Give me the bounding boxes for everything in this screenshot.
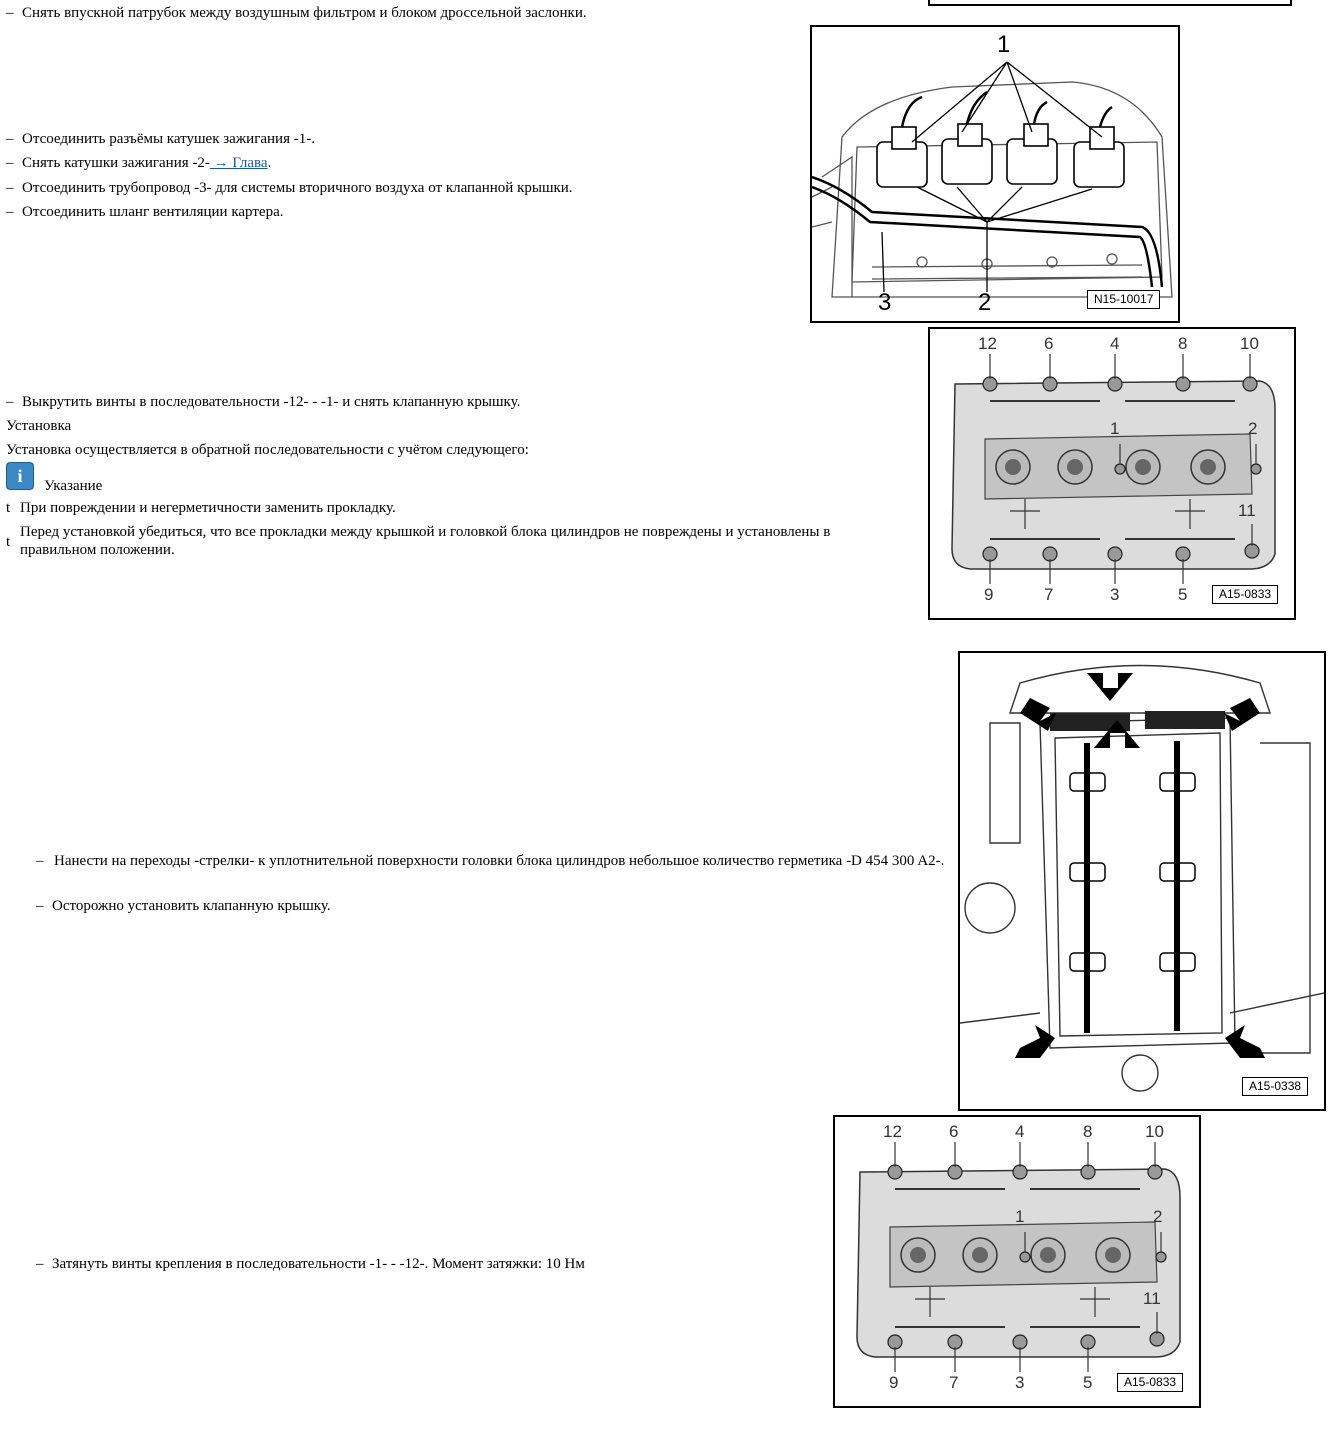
bolt-12: 12 xyxy=(883,1122,902,1141)
step-remove-intake: –Снять впускной патрубок между воздушным… xyxy=(6,5,587,21)
bolt-4: 4 xyxy=(1015,1122,1025,1141)
note-item-2: Перед установкой убедиться, что все прок… xyxy=(20,524,831,558)
bolt-4: 4 xyxy=(1110,334,1120,353)
bolt-11: 11 xyxy=(1143,1289,1161,1308)
install-intro: Установка осуществляется в обратной посл… xyxy=(6,442,529,458)
bolt-5: 5 xyxy=(1178,585,1188,604)
valve-cover-drawing xyxy=(856,1142,1181,1372)
step-apply-sealant: Нанести на переходы -стрелки- к уплотнит… xyxy=(54,853,945,869)
bolt-12: 12 xyxy=(978,334,997,353)
callout-1: 1 xyxy=(997,31,1011,58)
figure-sealant-points: A15-0338 xyxy=(958,651,1326,1111)
step-remove-coils: –Снять катушки зажигания -2- → Глава. xyxy=(6,155,272,171)
figure-label: A15-0338 xyxy=(1242,1077,1309,1096)
chapter-link[interactable]: → Глава xyxy=(209,155,268,171)
bolt-6: 6 xyxy=(949,1122,959,1141)
previous-figure-edge xyxy=(928,0,1292,6)
bolt-5: 5 xyxy=(1083,1373,1093,1392)
figure-label: A15-0833 xyxy=(1212,585,1279,604)
bolt-9: 9 xyxy=(984,585,994,604)
valve-cover-drawing xyxy=(951,354,1276,584)
callout-2: 2 xyxy=(978,289,992,316)
step-disconnect-coil-plugs: –Отсоединить разъёмы катушек зажигания -… xyxy=(6,131,315,147)
step-apply-sealant-dash: – xyxy=(36,853,44,869)
figure-label: A15-0833 xyxy=(1117,1373,1184,1392)
step-remove-bolts: –Выкрутить винты в последовательности -1… xyxy=(6,394,521,410)
bolt-1: 1 xyxy=(1015,1207,1025,1226)
note-item-1: При повреждении и негерметичности замени… xyxy=(20,500,396,516)
step-tighten-bolts: –Затянуть винты крепления в последовател… xyxy=(36,1256,585,1272)
figure-label: N15-10017 xyxy=(1087,290,1161,309)
note-title: Указание xyxy=(44,478,103,494)
cylinder-head-drawing xyxy=(960,664,1324,1092)
step-disconnect-air-pipe: –Отсоединить трубопровод -3- для системы… xyxy=(6,180,573,196)
bolt-11: 11 xyxy=(1238,501,1256,520)
bolt-1: 1 xyxy=(1110,419,1120,438)
step-disconnect-vent-hose: –Отсоединить шланг вентиляции картера. xyxy=(6,204,284,220)
figure-bolt-sequence-tighten: 12 6 4 8 10 1 2 11 9 7 3 5 A15-0833 xyxy=(833,1115,1201,1408)
figure-ignition-coils: 1 2 3 N15-10017 xyxy=(810,25,1180,323)
bolt-8: 8 xyxy=(1178,334,1188,353)
bolt-10: 10 xyxy=(1240,334,1259,353)
ignition-coils-drawing xyxy=(812,61,1173,298)
bolt-2: 2 xyxy=(1153,1207,1163,1226)
install-heading: Установка xyxy=(6,418,72,434)
note-bullet-1: t xyxy=(6,500,11,516)
bolt-3: 3 xyxy=(1015,1373,1025,1392)
bolt-2: 2 xyxy=(1248,419,1258,438)
bolt-9: 9 xyxy=(889,1373,899,1392)
note-bullet-2: t xyxy=(6,534,11,550)
callout-3: 3 xyxy=(878,289,892,316)
bolt-3: 3 xyxy=(1110,585,1120,604)
bolt-7: 7 xyxy=(949,1373,959,1392)
bolt-6: 6 xyxy=(1044,334,1054,353)
bolt-8: 8 xyxy=(1083,1122,1093,1141)
figure-bolt-sequence-remove: 12 6 4 8 10 1 2 11 9 7 3 5 A15-0833 xyxy=(928,327,1296,620)
info-icon: i xyxy=(6,462,34,490)
bolt-10: 10 xyxy=(1145,1122,1164,1141)
step-install-cover: –Осторожно установить клапанную крышку. xyxy=(36,898,331,914)
bolt-7: 7 xyxy=(1044,585,1054,604)
